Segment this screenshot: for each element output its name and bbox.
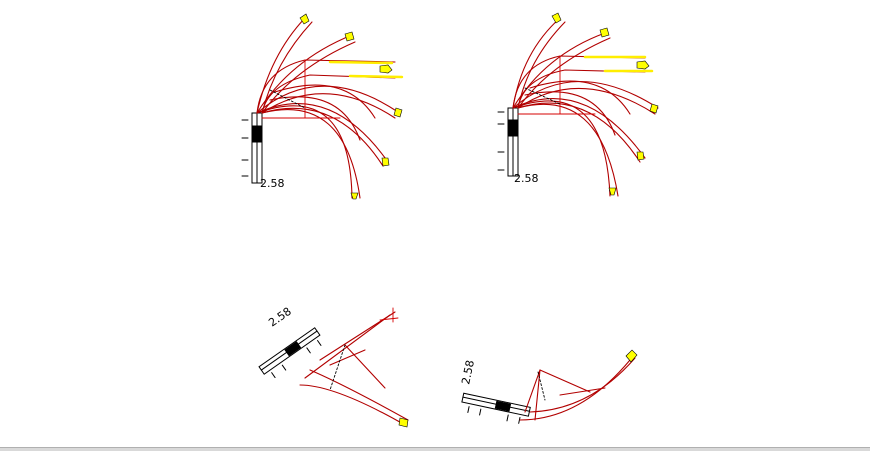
- turning-diagram-bottom-left: 2.58: [258, 305, 409, 428]
- guide-lines: [537, 371, 546, 401]
- swept-path-lines: [512, 17, 659, 197]
- direction-arrows: [398, 417, 409, 428]
- guide-lines: [329, 307, 399, 391]
- highlight-lanes: [328, 60, 404, 79]
- vehicle-icon: [497, 107, 519, 177]
- dimension-label: 2.58: [260, 177, 285, 190]
- dimension-label: 2.58: [266, 305, 294, 330]
- guide-lines: [261, 59, 341, 119]
- swept-path-lines: [256, 17, 399, 199]
- direction-arrows: [625, 349, 638, 363]
- vehicle-icon: [258, 327, 322, 379]
- turning-diagram-top-left: 2.58: [241, 13, 404, 200]
- direction-arrows: [299, 13, 403, 200]
- dimension-label: 2.58: [459, 359, 477, 386]
- dimension-label: 2.58: [514, 172, 539, 185]
- swept-path-lines: [299, 311, 409, 426]
- turning-diagram-top-right: 2.58: [497, 12, 659, 197]
- swept-path-lines: [519, 357, 636, 421]
- direction-arrows: [551, 12, 659, 196]
- vehicle-icon: [241, 112, 263, 184]
- window-bottom-edge: [0, 447, 870, 451]
- highlight-lanes: [583, 55, 654, 73]
- vehicle-icon: [461, 392, 531, 424]
- guide-lines: [517, 55, 596, 115]
- turning-diagram-bottom-right: 2.58: [459, 349, 638, 424]
